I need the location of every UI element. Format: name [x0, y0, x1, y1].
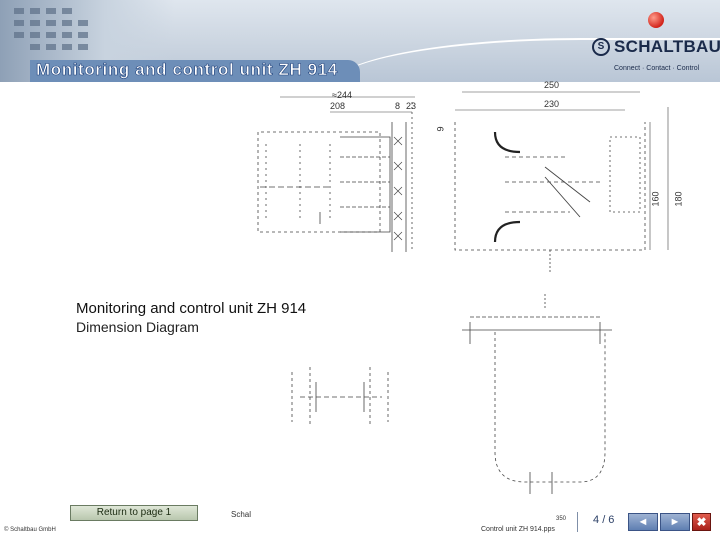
dim-label-23: 23 [406, 101, 417, 111]
logo-dot-icon [648, 12, 664, 28]
close-icon: ✖ [696, 515, 707, 529]
caption-subtitle: Dimension Diagram [76, 319, 199, 335]
page-total: / 6 [602, 514, 615, 526]
previous-slide-button[interactable]: ◄ [628, 513, 658, 531]
company-logo: S SCHALTBAU [592, 37, 720, 57]
dimension-drawing: ≈244 208 8 23 250 230 9 160 180 [0, 80, 720, 522]
caption-title: Monitoring and control unit ZH 914 [76, 300, 307, 317]
front-view-outline [494, 332, 606, 483]
dim-label-180: 180 [673, 191, 684, 207]
logo-name: SCHALTBAU [614, 37, 720, 56]
side-view-panel [340, 136, 391, 233]
close-button[interactable]: ✖ [692, 513, 711, 531]
page-title: Monitoring and control unit ZH 914 [36, 60, 338, 80]
dim-label-8: 8 [395, 101, 401, 111]
logo-mark-icon: S [592, 38, 610, 56]
truncated-text: Schal [231, 510, 252, 519]
dim-label-9: 9 [435, 126, 446, 132]
dim-label-244: ≈244 [332, 90, 352, 100]
arrow-right-icon: ► [669, 516, 681, 528]
drawing-svg [257, 91, 669, 494]
page-current: 4 [593, 514, 600, 526]
arrow-left-icon: ◄ [637, 516, 649, 528]
logo-tagline: Connect · Contact · Control [614, 65, 700, 72]
top-view-outline [454, 122, 646, 251]
dim-label-230: 230 [544, 99, 560, 109]
file-name: Control unit ZH 914.pps [481, 526, 555, 533]
dim-label-250: 250 [544, 80, 560, 90]
dim-label-160: 160 [650, 191, 661, 207]
return-to-page-1-button[interactable]: Return to page 1 [70, 505, 198, 521]
footer-divider [577, 512, 578, 532]
header-wave [330, 38, 720, 82]
next-slide-button[interactable]: ► [660, 513, 690, 531]
page-indicator: 4 / 6 [593, 514, 614, 526]
title-banner [30, 60, 360, 82]
footer-number: 350 [556, 516, 567, 522]
dim-label-208: 208 [330, 101, 346, 111]
copyright-text: © Schaltbau GmbH [4, 527, 56, 533]
